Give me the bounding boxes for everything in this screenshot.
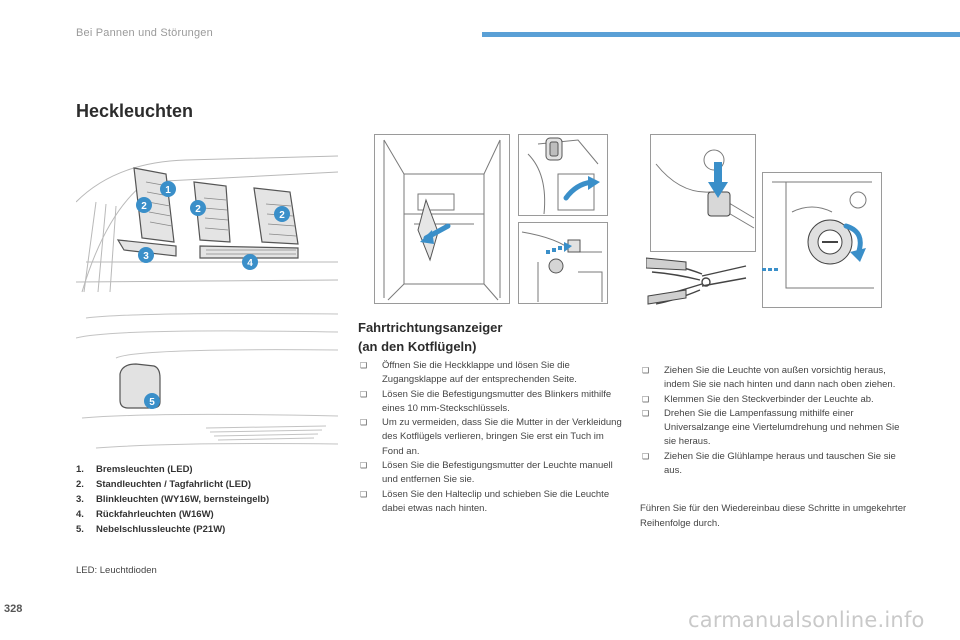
- checkbox-bullet-icon: ❑: [642, 408, 650, 418]
- legend-item-2: 2.Standleuchten / Tagfahrlicht (LED): [76, 479, 251, 490]
- pliers-figure: [646, 252, 758, 308]
- steps-list-right: ❑Ziehen Sie die Leuchte von außen vorsic…: [640, 364, 910, 478]
- step-item: ❑Lösen Sie die Befestigungsmutter des Bl…: [360, 388, 612, 414]
- nut-removal-figure: [518, 222, 608, 304]
- callout-2a: 2: [141, 201, 147, 212]
- checkbox-bullet-icon: ❑: [642, 451, 650, 461]
- legend-item-5: 5.Nebelschlussleuchte (P21W): [76, 524, 226, 535]
- checkbox-bullet-icon: ❑: [642, 394, 650, 404]
- step-item: ❑Um zu vermeiden, dass Sie die Mutter in…: [360, 417, 622, 457]
- fog-light-figure: 5: [76, 308, 338, 456]
- connector-illustration: [650, 134, 756, 252]
- light-legend: 1.Bremsleuchten (LED) 2.Standleuchten / …: [76, 462, 376, 537]
- rear-lights-figure: 1 2 2 2 3 4: [76, 142, 338, 298]
- callout-2c: 2: [279, 210, 285, 221]
- bulb-holder-figure: [762, 172, 882, 308]
- step-item: ❑Klemmen Sie den Steckverbinder der Leuc…: [640, 393, 910, 407]
- steps-list-left: ❑Öffnen Sie die Heckklappe und lösen Sie…: [358, 359, 623, 516]
- callout-2b: 2: [195, 204, 201, 215]
- legend-item-3: 3.Blinkleuchten (WY16W, bernsteingelb): [76, 494, 270, 505]
- checkbox-bullet-icon: ❑: [360, 489, 368, 499]
- callout-3: 3: [143, 251, 149, 262]
- running-header: Bei Pannen und Störungen: [76, 27, 213, 39]
- access-flap-illustration: [518, 134, 608, 216]
- checkbox-bullet-icon: ❑: [360, 361, 368, 370]
- step-item: ❑Ziehen Sie die Leuchte von außen vorsic…: [642, 365, 896, 391]
- step-item: ❑Lösen Sie die Befestigungsmutter der Le…: [360, 460, 613, 486]
- pliers-illustration: [646, 257, 747, 305]
- trunk-figure: [374, 134, 510, 304]
- nut-removal-illustration: [518, 222, 608, 304]
- trunk-illustration: [374, 134, 510, 304]
- connector-figure: [650, 134, 756, 252]
- checkbox-bullet-icon: ❑: [360, 389, 368, 399]
- checkbox-bullet-icon: ❑: [360, 418, 368, 428]
- legend-item-4: 4.Rückfahrleuchten (W16W): [76, 509, 214, 520]
- header-accent-bar: [482, 32, 960, 37]
- step-item: ❑Ziehen Sie die Glühlampe heraus und tau…: [642, 450, 896, 477]
- step-item: ❑Drehen Sie die Lampenfassung mithilfe e…: [642, 407, 900, 448]
- step-item: ❑Öffnen Sie die Heckklappe und lösen Sie…: [360, 360, 577, 386]
- legend-item-1: 1.Bremsleuchten (LED): [76, 464, 193, 475]
- reassembly-note: Führen Sie für den Wiedereinbau diese Sc…: [640, 503, 907, 529]
- page-number: 328: [4, 603, 23, 615]
- checkbox-bullet-icon: ❑: [360, 461, 368, 471]
- callout-1: 1: [165, 185, 171, 196]
- bumper-illustration: 5: [76, 313, 338, 449]
- callout-5-circle: [144, 393, 160, 409]
- watermark: carmanualsonline.info: [688, 608, 925, 632]
- callout-4: 4: [247, 258, 253, 269]
- callout-5: 5: [149, 397, 155, 408]
- section-heading: Fahrtrichtungsanzeiger (an den Kotflügel…: [358, 320, 503, 354]
- rear-lights-illustration: 1 2 2 2 3 4: [76, 155, 338, 293]
- step-item: ❑Lösen Sie den Halteclip und schieben Si…: [360, 488, 610, 514]
- callout-badges: [136, 181, 290, 270]
- bulb-holder-illustration: [762, 172, 882, 308]
- led-footnote: LED: Leuchtdioden: [76, 565, 157, 576]
- page-title: Heckleuchten: [76, 101, 194, 121]
- checkbox-bullet-icon: ❑: [642, 366, 650, 375]
- access-flap-figure: [518, 134, 608, 216]
